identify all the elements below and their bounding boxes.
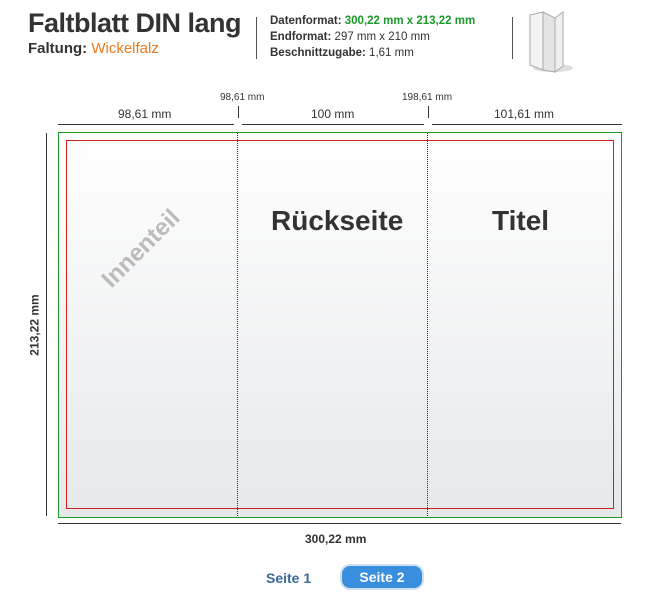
page-1-tab[interactable]: Seite 1 [266, 570, 312, 586]
bleed-area [58, 132, 622, 518]
trim-line [66, 140, 614, 509]
dimension-arrow [242, 124, 424, 125]
height-dimension: 213,22 mm [27, 294, 42, 356]
panel1-width: 98,61 mm [118, 107, 172, 121]
width-dimension: 300,22 mm [305, 532, 367, 546]
value: 297 mm x 210 mm [334, 31, 430, 43]
label: Beschnittzugabe: [270, 47, 366, 59]
folded-brochure-icon [529, 11, 573, 73]
value: 300,22 mm x 213,22 mm [344, 15, 476, 27]
label: Datenformat: [270, 15, 342, 27]
data-format: Datenformat: 300,22 mm x 213,22 mm [270, 15, 475, 27]
panel3-width: 101,61 mm [494, 107, 555, 121]
fold-line [237, 133, 238, 516]
value: 1,61 mm [369, 47, 414, 59]
width-arrow [58, 523, 621, 524]
divider [512, 17, 513, 59]
fold-value: Wickelfalz [91, 40, 159, 57]
fold-tick [428, 106, 429, 118]
page-2-tab[interactable]: Seite 2 [342, 566, 422, 588]
folding-type: Faltung: Wickelfalz [28, 40, 159, 57]
height-arrow [46, 133, 47, 516]
fold2-position: 198,61 mm [402, 92, 453, 103]
fold-label: Faltung: [28, 40, 88, 57]
divider [256, 17, 257, 59]
panel-back-label: Rückseite [271, 205, 404, 236]
panel-title-label: Titel [492, 205, 550, 236]
label: Endformat: [270, 31, 332, 43]
dimension-arrow [432, 124, 622, 125]
end-format: Endformat: 297 mm x 210 mm [270, 31, 430, 43]
fold-tick [238, 106, 239, 118]
fold1-position: 98,61 mm [220, 92, 265, 103]
panel2-width: 100 mm [311, 107, 355, 121]
bleed: Beschnittzugabe: 1,61 mm [270, 47, 414, 59]
fold-line [427, 133, 428, 516]
page-title: Faltblatt DIN lang [28, 8, 242, 38]
dimension-arrow [58, 124, 234, 125]
